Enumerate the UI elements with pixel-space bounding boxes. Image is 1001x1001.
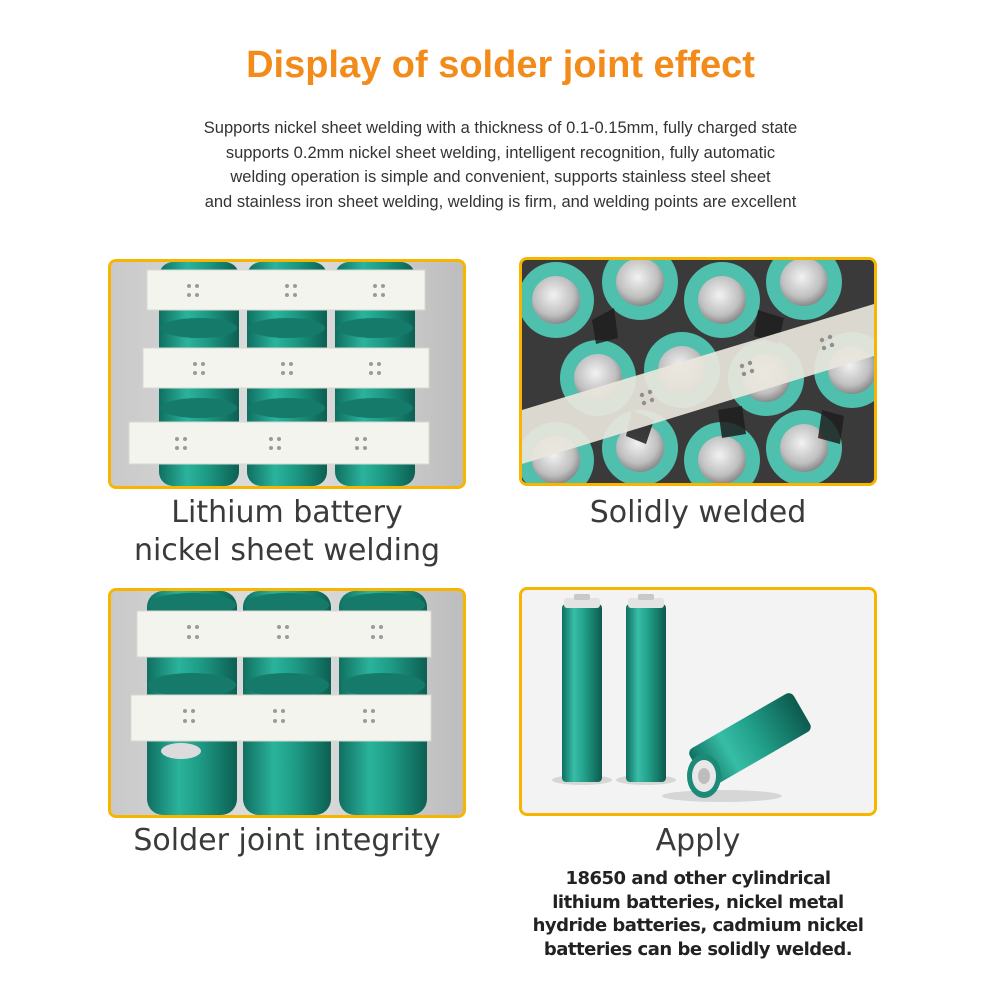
apply-description-line: 18650 and other cylindrical xyxy=(565,868,831,889)
apply-description-line: batteries can be solidly welded. xyxy=(543,938,853,960)
solidly-welded-photo xyxy=(519,257,877,486)
subtitle-line: and stainless iron sheet welding, weldin… xyxy=(204,192,797,211)
apply-description: 18650 and other cylindrical lithium batt… xyxy=(519,867,877,961)
subtitle-line: supports 0.2mm nickel sheet welding, int… xyxy=(225,143,776,162)
caption-lithium-battery: Lithium battery nickel sheet welding xyxy=(108,494,466,570)
apply-batteries-photo xyxy=(519,587,877,816)
caption-apply: Apply xyxy=(655,823,741,858)
caption-line: Lithium battery xyxy=(171,495,403,530)
nickel-sheet-welding-photo xyxy=(108,259,466,489)
battery-holder-illustration xyxy=(522,260,874,483)
subtitle-line: welding operation is simple and convenie… xyxy=(230,168,771,186)
caption-solidly-welded: Solidly welded xyxy=(589,495,807,530)
caption-solder-joint-integrity: Solder joint integrity xyxy=(133,823,441,858)
loose-batteries-illustration xyxy=(522,590,874,813)
solder-joint-integrity-photo xyxy=(108,588,466,818)
caption-line: nickel sheet welding xyxy=(133,533,441,568)
apply-description-line: lithium batteries, nickel metal xyxy=(552,891,844,913)
apply-description-line: hydride batteries, cadmium nickel xyxy=(532,915,864,936)
battery-rows-illustration xyxy=(111,262,463,486)
subtitle-line: Supports nickel sheet welding with a thi… xyxy=(203,119,798,137)
page-title: Display of solder joint effect xyxy=(246,44,755,86)
battery-closeup-illustration xyxy=(111,591,463,815)
page-subtitle: Supports nickel sheet welding with a thi… xyxy=(100,116,901,214)
